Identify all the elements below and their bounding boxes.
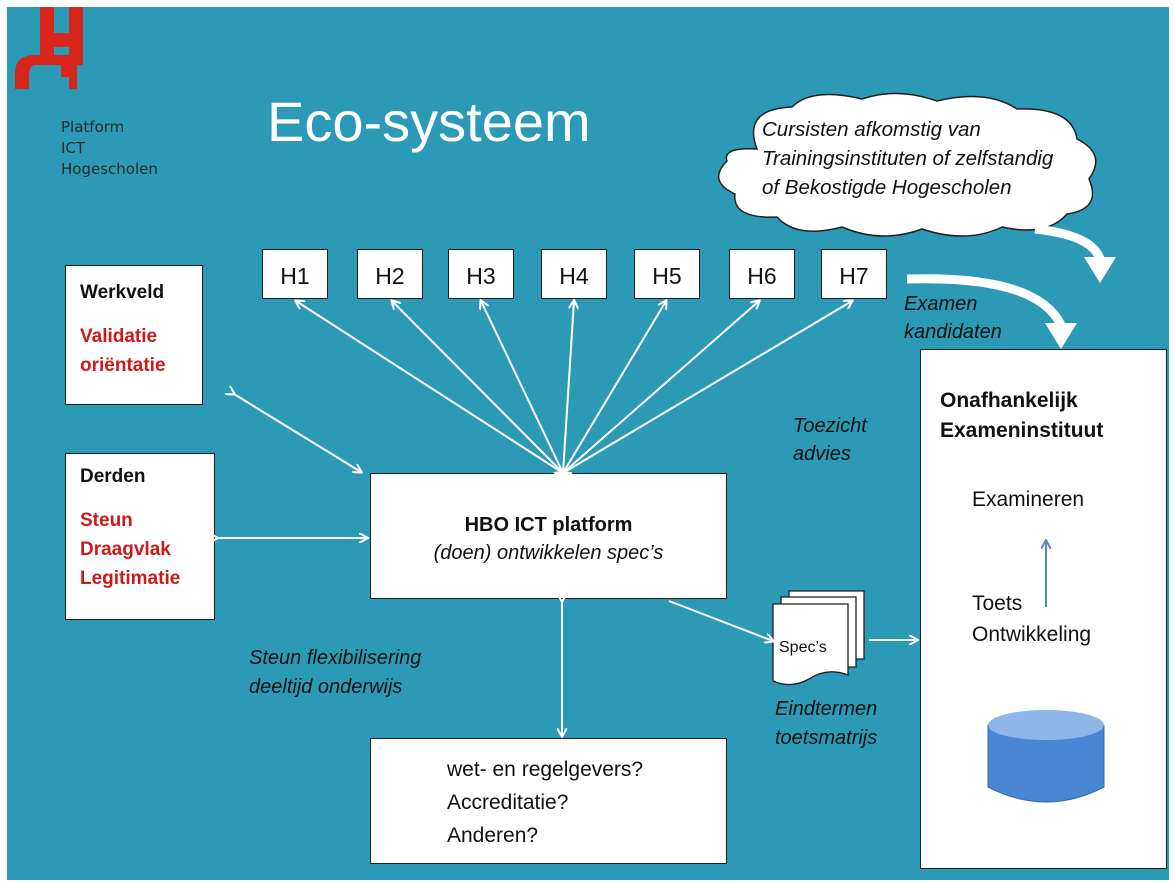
diagram-connectors <box>7 224 1116 803</box>
arrow-h6 <box>563 301 759 473</box>
toets-ontwikkeling-label: Toets Ontwikkeling <box>972 588 1091 650</box>
derden-line: Draagvlak <box>80 539 171 560</box>
page-title: Eco-systeem <box>267 90 591 153</box>
regelgevers-line: wet- en regelgevers? <box>447 758 644 781</box>
werkveld-heading: Werkveld <box>80 282 165 303</box>
eindtermen-line: Eindtermen <box>775 698 878 720</box>
steun-flex-label: Steun flexibilisering deeltijd onderwijs <box>249 644 421 702</box>
hogeschool-box-h2: H2 <box>357 249 423 299</box>
derden-line: Steun <box>80 510 133 531</box>
spec-doc-label: Spec’s <box>779 639 827 656</box>
hogeschool-box-h6: H6 <box>729 249 795 299</box>
arrow-h2 <box>392 301 563 473</box>
logo-text: Platform ICT Hogescholen <box>61 118 158 178</box>
arrow-h3 <box>481 301 563 473</box>
eindtermen-line: toetsmatrijs <box>775 727 878 749</box>
derden-box: Derden Steun Draagvlak Legitimatie <box>65 453 215 620</box>
arrow-h5 <box>563 301 666 473</box>
derden-heading: Derden <box>80 466 146 487</box>
cloud-shape <box>718 92 1097 237</box>
steun-flex-line: deeltijd onderwijs <box>249 676 403 698</box>
cloud-line: of Bekostigde Hogescholen <box>762 176 1012 199</box>
regelgevers-box: wet- en regelgevers? Accreditatie? Ander… <box>370 738 727 864</box>
arrow-h7 <box>563 301 852 473</box>
regelgevers-line: Anderen? <box>447 824 539 847</box>
curve-arrow-head <box>1045 323 1077 349</box>
toets-line: Toets <box>972 592 1023 615</box>
platform-title: HBO ICT platform <box>464 514 633 536</box>
cloud-text: Cursisten afkomstig van Trainingsinstitu… <box>762 115 1142 202</box>
hogeschool-box-h4: H4 <box>541 249 607 299</box>
logo-icon <box>15 7 83 89</box>
hogeschool-box-h7: H7 <box>821 249 887 299</box>
arrow-to-spec <box>668 600 773 641</box>
eindtermen-label: Eindtermen toetsmatrijs <box>775 695 877 753</box>
curve-arrow-cloud <box>1034 224 1105 261</box>
examen-line: kandidaten <box>904 321 1002 343</box>
hogeschool-box-h1: H1 <box>262 249 328 299</box>
institute-title-line: Onafhankelijk <box>940 389 1078 412</box>
toets-line: Ontwikkeling <box>972 623 1092 646</box>
derden-line: Legitimatie <box>80 568 181 589</box>
platform-subtitle: (doen) ontwikkelen spec’s <box>433 542 664 564</box>
arrow-werkveld <box>234 394 361 472</box>
werkveld-line: Validatie <box>80 326 158 347</box>
cloud-line: Trainingsinstituten of zelfstandig <box>762 147 1054 170</box>
arrow-h4 <box>563 301 574 473</box>
curve-arrow-head <box>1084 257 1116 283</box>
hbo-platform-box: HBO ICT platform (doen) ontwikkelen spec… <box>370 473 727 599</box>
steun-flex-line: Steun flexibilisering <box>249 647 422 669</box>
hogeschool-box-h3: H3 <box>448 249 514 299</box>
examen-line: Examen <box>904 293 978 315</box>
examen-kandidaten-label: Examen kandidaten <box>904 290 1002 346</box>
curve-arrow-h7 <box>906 274 1066 328</box>
institute-title-line: Exameninstituut <box>940 419 1104 442</box>
database-icon <box>987 710 1105 803</box>
regelgevers-line: Accreditatie? <box>447 791 569 814</box>
spec-document-icon <box>772 590 865 686</box>
slide: Platform ICT Hogescholen Eco-systeem Cur… <box>7 7 1169 880</box>
cloud-line: Cursisten afkomstig van <box>762 118 981 141</box>
examineren-label: Examineren <box>972 488 1085 511</box>
werkveld-line: oriëntatie <box>80 355 166 376</box>
werkveld-box: Werkveld Validatie oriëntatie <box>65 265 203 405</box>
